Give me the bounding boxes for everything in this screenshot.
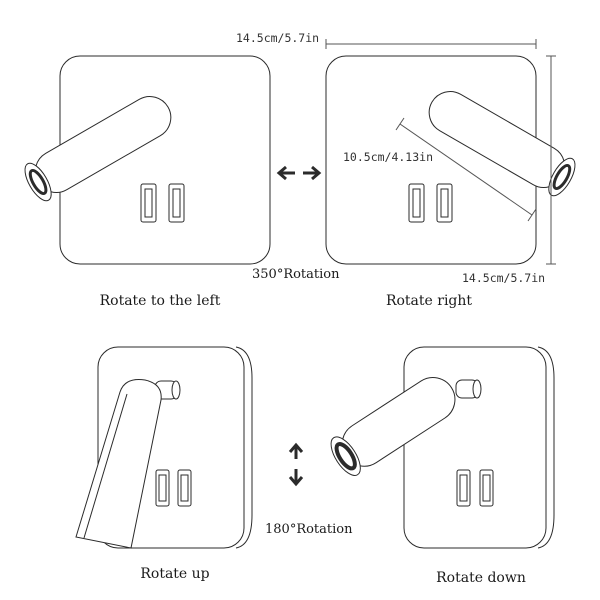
panel-rotate-right: 10.5cm/4.13in 14.5cm/5.7in 14.5cm/5.7in …	[236, 31, 576, 309]
switch-right-inner	[482, 474, 491, 502]
switch-left-inner	[459, 474, 468, 502]
switch-right-inner	[440, 188, 449, 218]
plate-side-edge	[235, 346, 253, 549]
up-down-arrow-icon	[288, 442, 304, 487]
switch-left	[408, 183, 425, 223]
switch-right	[436, 183, 453, 223]
caption-rotate-up: Rotate up	[140, 566, 209, 582]
lamp-arm	[428, 91, 576, 197]
switch-pair	[140, 183, 185, 223]
caption-rotate-down: Rotate down	[436, 570, 526, 586]
left-right-arrow-icon	[276, 165, 322, 181]
arm-length-label: 10.5cm/4.13in	[343, 150, 433, 164]
switch-left	[155, 469, 170, 507]
rotation-180-label: 180°Rotation	[265, 522, 353, 537]
switch-pair	[456, 469, 494, 507]
switch-left-inner	[412, 188, 421, 218]
lamp-arm	[75, 379, 181, 549]
panel-rotate-left: Rotate to the left	[24, 55, 271, 309]
switch-left-inner	[144, 188, 153, 218]
panel-rotate-down: Rotate down	[330, 346, 555, 586]
rotation-350-label: 350°Rotation	[252, 267, 340, 282]
width-label: 14.5cm/5.7in	[236, 31, 319, 45]
arm-length-dimension-line	[395, 117, 537, 222]
switch-right-inner	[180, 474, 189, 502]
switch-left-inner	[158, 474, 167, 502]
switch-right	[479, 469, 494, 507]
switch-pair	[155, 469, 192, 507]
caption-rotate-right: Rotate right	[386, 293, 472, 309]
lamp-arm	[24, 96, 172, 202]
switch-right	[177, 469, 192, 507]
lamp-arm	[330, 377, 482, 476]
switch-right-inner	[172, 188, 181, 218]
switch-left	[140, 183, 157, 223]
width-dimension-line	[325, 39, 537, 49]
switch-pair	[408, 183, 453, 223]
switch-right	[168, 183, 185, 223]
caption-rotate-left: Rotate to the left	[100, 293, 221, 309]
height-label: 14.5cm/5.7in	[462, 271, 545, 285]
plate-side-edge	[537, 346, 555, 549]
panel-rotate-up: Rotate up	[75, 346, 253, 582]
height-dimension-line	[546, 55, 556, 265]
wall-plate	[403, 346, 547, 549]
wall-plate	[97, 346, 245, 549]
switch-left	[456, 469, 471, 507]
